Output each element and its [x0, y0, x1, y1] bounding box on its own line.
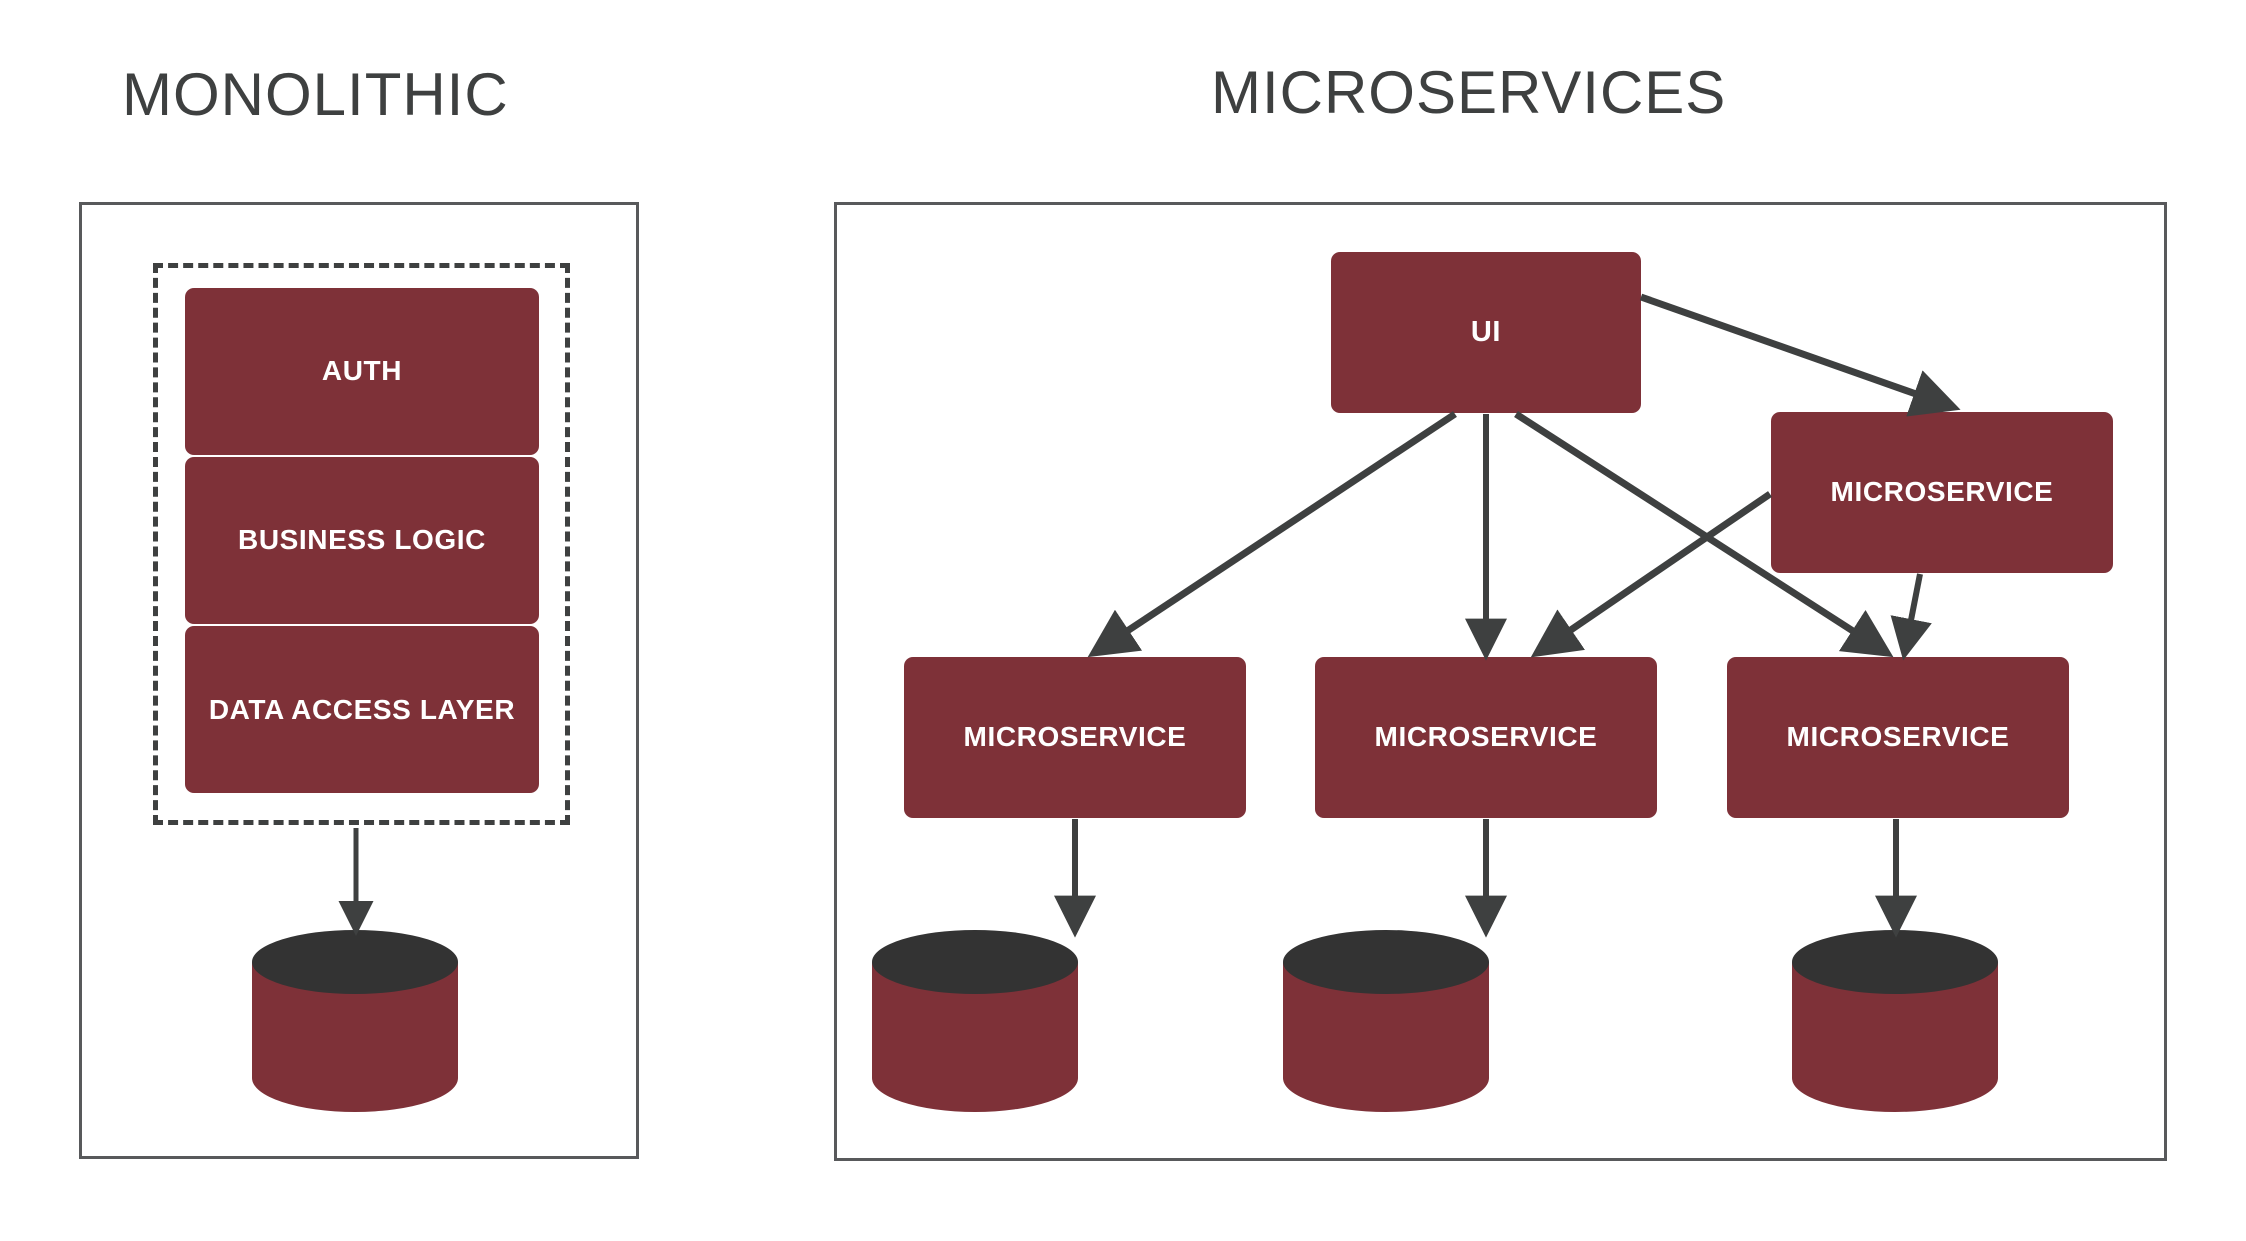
node-microservice-top-right[interactable]: MICROSERVICE: [1771, 412, 2113, 573]
node-microservice-bottom-2[interactable]: MICROSERVICE: [1315, 657, 1657, 818]
database-cylinder-1[interactable]: [870, 928, 1080, 1113]
database-cylinder-2[interactable]: [1281, 928, 1491, 1113]
node-microservice-bottom-3[interactable]: MICROSERVICE: [1727, 657, 2069, 818]
panel-title-microservices: MICROSERVICES: [1211, 59, 1727, 126]
database-cylinder-monolith[interactable]: [250, 928, 460, 1113]
node-auth[interactable]: AUTH: [185, 288, 539, 455]
database-cylinder-3[interactable]: [1790, 928, 2000, 1113]
node-business-logic[interactable]: BUSINESS LOGIC: [185, 457, 539, 624]
node-microservice-bottom-1[interactable]: MICROSERVICE: [904, 657, 1246, 818]
node-ui[interactable]: UI: [1331, 252, 1641, 413]
monolith-dashed-boundary: [153, 263, 570, 825]
node-data-access-layer[interactable]: DATA ACCESS LAYER: [185, 626, 539, 793]
panel-title-monolithic: MONOLITHIC: [122, 61, 509, 128]
